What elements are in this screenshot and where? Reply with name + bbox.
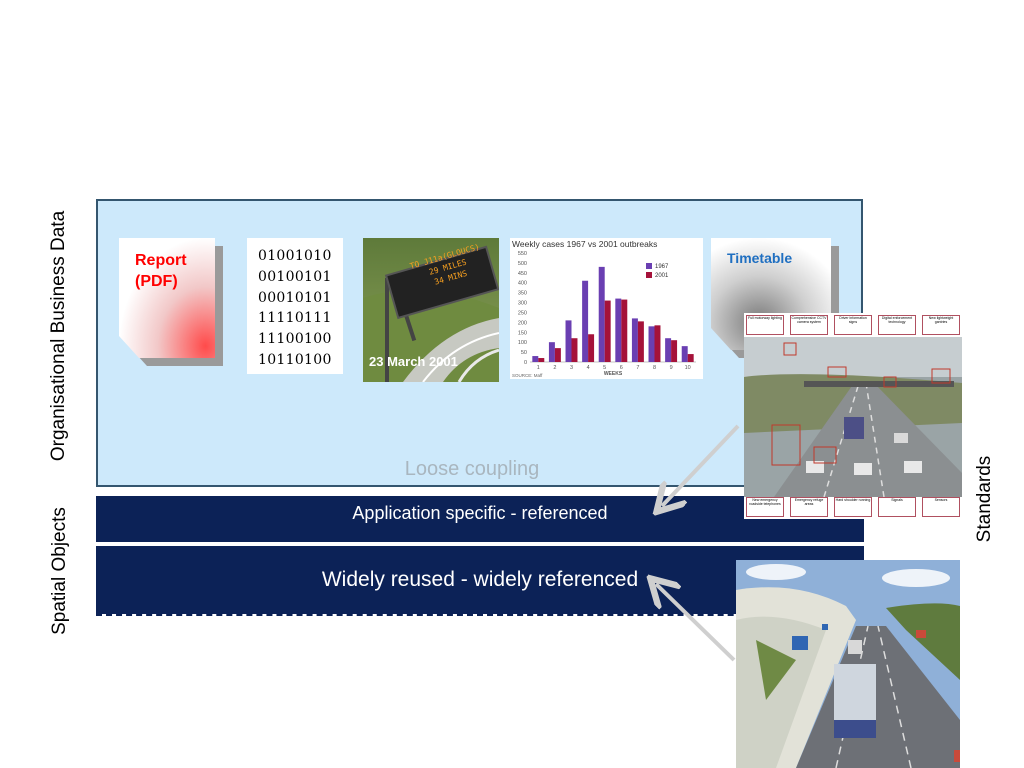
x-tick-label: 9 [670, 365, 673, 371]
y-tick-label: 100 [518, 340, 527, 346]
x-tick-label: 3 [570, 365, 573, 371]
binary-row: 01001010 [258, 248, 332, 264]
motorway-diagram-image [744, 337, 962, 498]
bar-2001 [621, 299, 628, 362]
y-tick-label: 400 [518, 281, 527, 287]
band-application-specific-label: Application specific - referenced [352, 503, 608, 523]
callout-bottom: Sensors [922, 497, 960, 517]
x-axis-label: WEEKS [604, 371, 623, 377]
y-tick-label: 200 [518, 320, 527, 326]
report-format: (PDF) [135, 273, 178, 290]
callout-bottom: New emergency roadside telephones [746, 497, 784, 517]
bar-1967 [615, 298, 622, 362]
callout-top: Driver information signs [834, 315, 872, 335]
legend-swatch [646, 263, 652, 269]
arrow-to-application-band [662, 424, 740, 506]
bar-2001 [554, 348, 561, 362]
x-tick-label: 5 [603, 365, 606, 371]
report-document-shape [119, 238, 223, 366]
callout-bottom: Hard shoulder running [834, 497, 872, 517]
bar-1967 [665, 338, 672, 362]
motorway-cutting-photo [736, 560, 960, 768]
y-tick-label: 150 [518, 330, 527, 336]
chart-source: SOURCE: Maff [512, 373, 543, 378]
band-bottom-edge [96, 614, 864, 616]
bar-2001 [588, 334, 595, 362]
bar-2001 [637, 321, 644, 362]
x-tick-label: 4 [587, 365, 590, 371]
bar-1967 [598, 266, 605, 362]
bar-chart-svg: Weekly cases 1967 vs 2001 outbreaks 0 50 10… [512, 239, 696, 378]
loose-coupling-label: Loose coupling [404, 458, 540, 480]
bar-2001 [571, 338, 578, 362]
bar-chart: Weekly cases 1967 vs 2001 outbreaks 0 50 10… [510, 238, 703, 379]
binary-row: 11100100 [258, 331, 332, 348]
arrow-to-widely-reused-band [656, 584, 736, 662]
bar-2001 [671, 340, 678, 362]
callout-top: New lightweight gantries [922, 315, 960, 335]
binary-row: 00100101 [258, 268, 332, 285]
band-divider [96, 543, 864, 545]
binary-row: 11110111 [258, 310, 332, 327]
y-tick-label: 500 [518, 261, 527, 267]
timetable-label: Timetable [727, 250, 793, 266]
motorway-standards-diagram: Full motorway lighting Comprehensive CCT… [744, 313, 962, 519]
x-tick-label: 6 [620, 365, 623, 371]
legend-label: 2001 [655, 273, 669, 279]
callout-top: Digital enforcement technology [878, 315, 916, 335]
callout-bottom: Signals [878, 497, 916, 517]
photo-date: 23 March 2001 [369, 354, 458, 369]
bar-1967 [648, 326, 655, 362]
motorway-sign-image [363, 238, 499, 382]
bar-1967 [582, 280, 589, 362]
x-tick-label: 7 [636, 365, 639, 371]
callout-top: Comprehensive CCTV camera system [790, 315, 828, 335]
y-tick-label: 0 [524, 360, 527, 366]
callout-bottom: Emergency refuge areas [790, 497, 828, 517]
binary-row: 00010101 [258, 289, 332, 306]
binary-data-block: 01001010 00100101 00010101 11110111 1110… [247, 238, 343, 374]
x-tick-label: 2 [553, 365, 556, 371]
callout-top: Full motorway lighting [746, 315, 784, 335]
bar-2001 [538, 358, 545, 362]
bar-1967 [681, 346, 688, 362]
x-tick-label: 10 [685, 365, 691, 371]
legend-label: 1967 [655, 264, 669, 270]
band-application-specific: Application specific - referenced [96, 496, 864, 542]
bar-2001 [604, 300, 611, 362]
x-tick-label: 1 [537, 365, 540, 371]
band-widely-reused-label: Widely reused - widely referenced [321, 568, 639, 591]
bar-1967 [565, 320, 572, 362]
legend-swatch [646, 272, 652, 278]
bar-1967 [631, 318, 638, 362]
report-title: Report [135, 252, 187, 269]
chart-title: Weekly cases 1967 vs 2001 outbreaks [512, 239, 657, 249]
bar-2001 [654, 325, 661, 362]
bar-1967 [548, 342, 555, 362]
bar-2001 [687, 354, 694, 362]
report-pdf-document: Report (PDF) [119, 238, 223, 366]
y-tick-label: 300 [518, 301, 527, 307]
bar-1967 [532, 356, 539, 362]
y-tick-label: 550 [518, 251, 527, 257]
motorway-cutting-image [736, 560, 960, 768]
motorway-sign-photo: TO J11a(GLOUCS) 29 MILES 34 MINS 23 Marc… [363, 238, 499, 382]
y-tick-label: 50 [521, 350, 527, 356]
x-tick-label: 8 [653, 365, 656, 371]
y-tick-label: 350 [518, 291, 527, 297]
y-tick-label: 250 [518, 310, 527, 316]
binary-row: 10110100 [258, 351, 332, 368]
y-tick-label: 450 [518, 271, 527, 277]
